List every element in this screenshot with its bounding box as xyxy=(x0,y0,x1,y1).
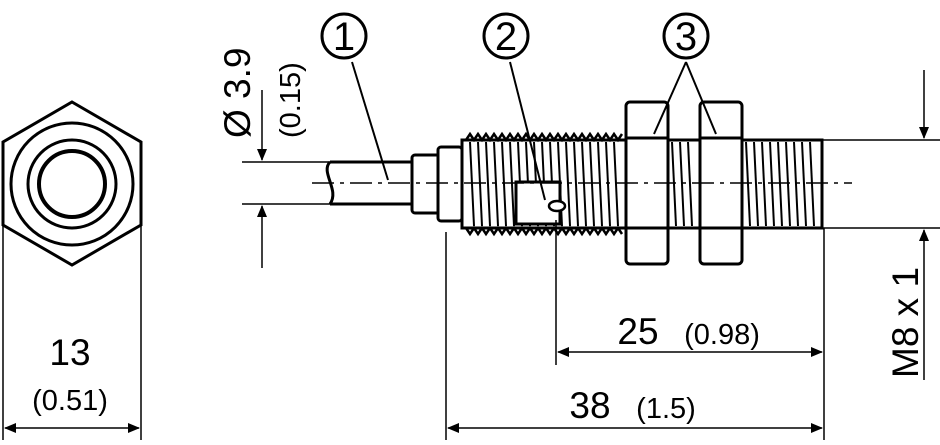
total-length-imperial: (1.5) xyxy=(636,393,696,425)
cable xyxy=(325,160,418,206)
front-thread xyxy=(666,138,824,230)
total-length-dim xyxy=(445,232,823,440)
total-length-value: 38 xyxy=(569,385,610,426)
cable-diameter-imperial: (0.15) xyxy=(275,62,307,138)
callout-2-label: 2 xyxy=(495,15,517,59)
hex-width-imperial: (0.51) xyxy=(32,385,108,417)
cable-collar xyxy=(410,145,464,223)
hex-inner-ring-outer xyxy=(9,121,135,247)
hex-width-value: 13 xyxy=(49,332,90,373)
hex-outline xyxy=(1,100,143,267)
callout-3: 3 xyxy=(662,12,710,60)
cable-diameter-value: Ø 3.9 xyxy=(217,48,258,139)
callout-1-label: 1 xyxy=(333,15,355,59)
callout-3-label: 3 xyxy=(675,15,697,59)
threaded-body xyxy=(460,131,628,237)
thread-spec-dim xyxy=(812,70,940,380)
led-indicator xyxy=(547,199,567,213)
hex-bore xyxy=(37,149,107,219)
thread-length-dim xyxy=(555,220,825,440)
thread-length-imperial: (0.98) xyxy=(684,319,760,351)
thread-length-value: 25 xyxy=(617,311,658,352)
thread-spec-value: M8 x 1 xyxy=(885,267,926,378)
hex-end-view xyxy=(1,100,143,440)
hex-inner-ring xyxy=(26,138,118,230)
leader-lines xyxy=(351,61,717,201)
cable-diameter-dim xyxy=(242,90,330,268)
callout-1: 1 xyxy=(320,12,368,60)
callout-2: 2 xyxy=(482,12,530,60)
